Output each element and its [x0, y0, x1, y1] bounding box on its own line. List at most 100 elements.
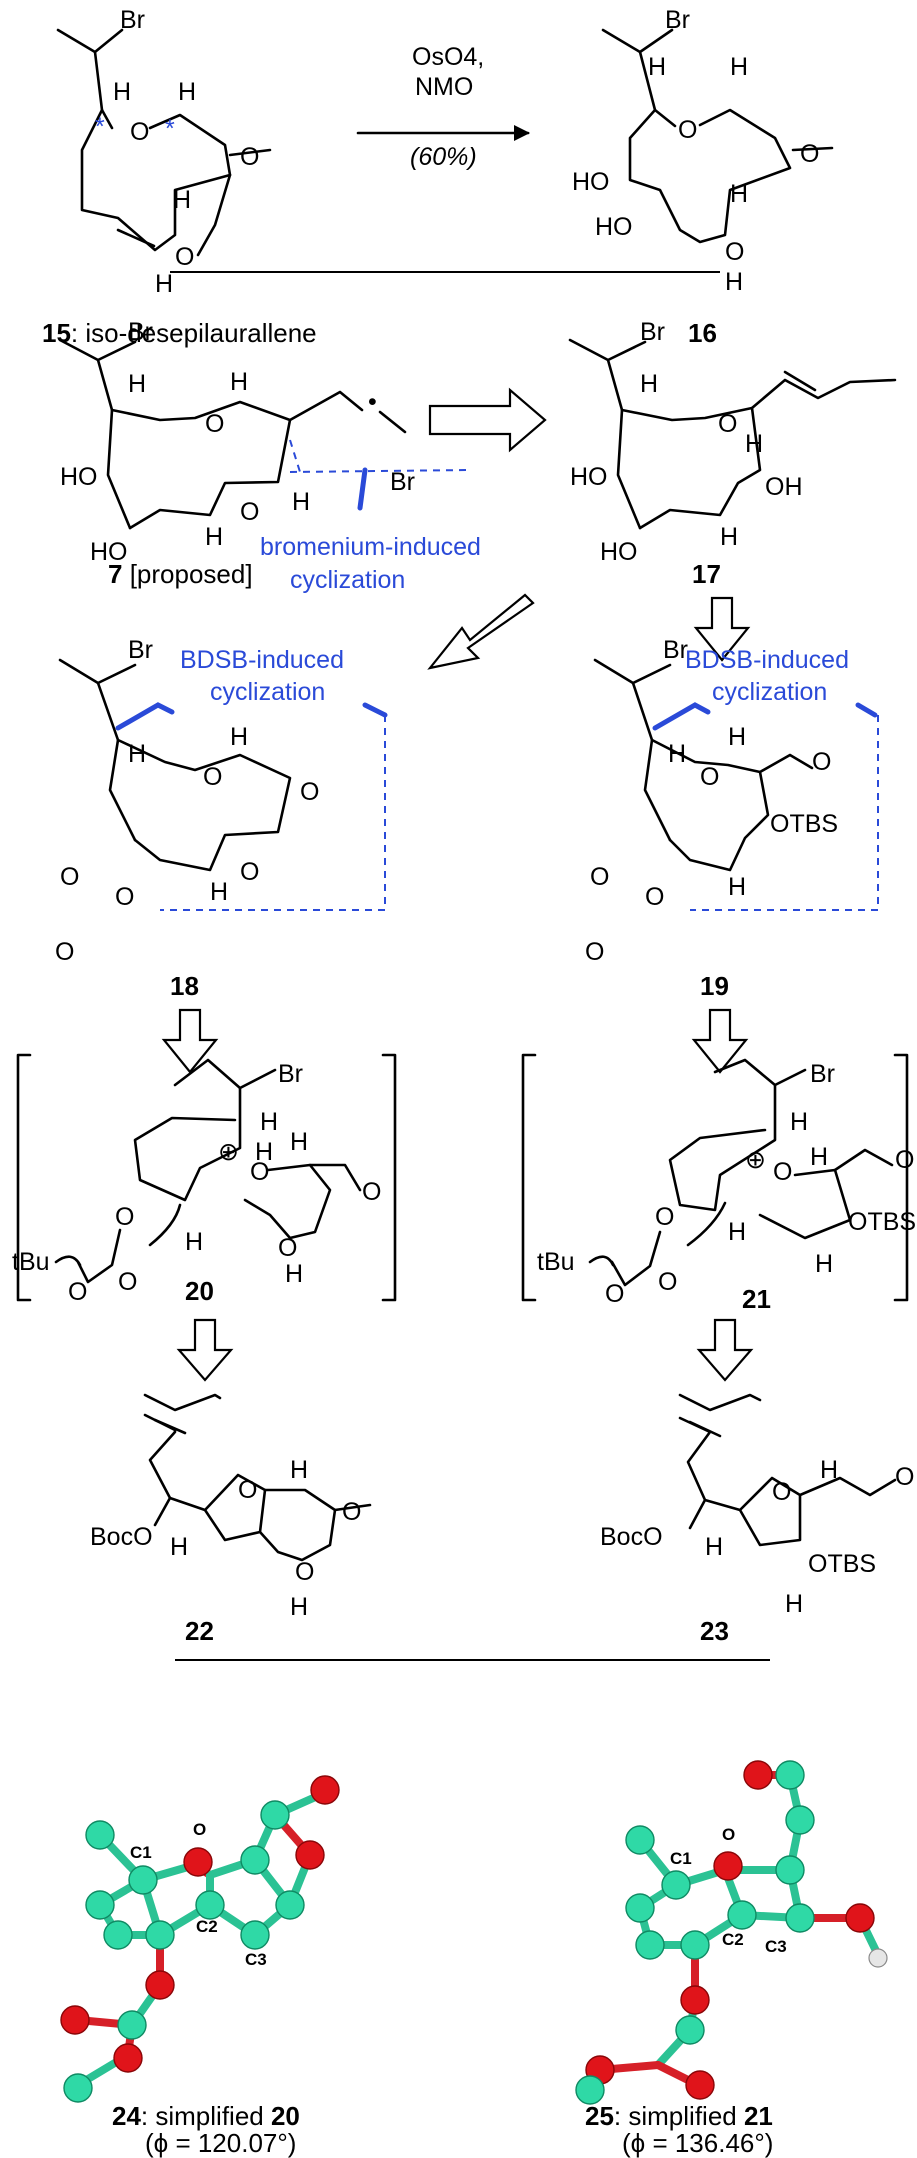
svg-text:20: 20	[185, 1276, 214, 1306]
svg-text:H: H	[728, 1218, 746, 1246]
svg-text:tBu: tBu	[537, 1248, 575, 1276]
svg-text:O: O	[678, 116, 697, 144]
svg-text:BocO: BocO	[600, 1523, 663, 1551]
svg-text:HO: HO	[600, 538, 638, 566]
compound-15-structure: Br H O H * * O O H H	[56, 6, 272, 298]
compound-16-structure: Br H O H O O H H HO HO	[572, 6, 834, 296]
svg-text:O: O	[250, 1158, 269, 1186]
svg-text:O: O	[772, 1478, 791, 1506]
svg-text:O: O	[605, 1280, 624, 1308]
bracket-21	[521, 1053, 909, 1302]
svg-text:H: H	[230, 368, 248, 396]
svg-text:O: O	[115, 1203, 134, 1231]
svg-text:Br: Br	[665, 6, 690, 34]
svg-text:H: H	[205, 523, 223, 551]
compound-17-structure: Br H O H OH H HO HO	[568, 318, 897, 566]
retro-arrow-21-to-23	[696, 1318, 754, 1382]
svg-text:⊕: ⊕	[745, 1146, 766, 1174]
svg-text:bromenium-induced: bromenium-induced	[260, 533, 481, 561]
svg-text:O: O	[278, 1234, 297, 1262]
svg-text:O: O	[700, 763, 719, 791]
bracket-20	[16, 1053, 397, 1302]
svg-text:H: H	[292, 488, 310, 516]
svg-text:H: H	[648, 53, 666, 81]
svg-text:C3: C3	[765, 1937, 787, 1956]
svg-text:H: H	[210, 878, 228, 906]
svg-text:HO: HO	[570, 463, 608, 491]
svg-text:O: O	[240, 143, 259, 171]
svg-text:OH: OH	[765, 473, 803, 501]
svg-text:O: O	[240, 498, 259, 526]
svg-text:OTBS: OTBS	[848, 1208, 916, 1236]
svg-text:(ϕ = 120.07°): (ϕ = 120.07°)	[145, 2128, 296, 2158]
compound-20-structure: Br H H ⊕ O H O O H H O O O tBu	[12, 1058, 381, 1306]
svg-text:O: O	[725, 238, 744, 266]
svg-text:OTBS: OTBS	[808, 1550, 876, 1578]
retro-arrow-7-to-18	[427, 593, 535, 670]
svg-text:H: H	[178, 78, 196, 106]
svg-text:H: H	[260, 1108, 278, 1136]
svg-text:O: O	[812, 748, 831, 776]
svg-text:Br: Br	[663, 636, 688, 664]
svg-text:O: O	[362, 1178, 381, 1206]
svg-text:H: H	[173, 186, 191, 214]
compound-18-structure: Br H O H O O H O O O	[55, 636, 388, 966]
svg-text:21: 21	[742, 1284, 771, 1314]
svg-text:H: H	[640, 370, 658, 398]
svg-text:O: O	[130, 118, 149, 146]
svg-text:O: O	[800, 140, 819, 168]
svg-text:BDSB-induced: BDSB-induced	[180, 646, 344, 674]
svg-text:O: O	[55, 938, 74, 966]
svg-text:NMO: NMO	[415, 73, 473, 101]
svg-text:O: O	[722, 1825, 735, 1844]
svg-text:C2: C2	[722, 1930, 744, 1949]
svg-text:O: O	[645, 883, 664, 911]
svg-text:HO: HO	[60, 463, 98, 491]
svg-text:C1: C1	[670, 1849, 692, 1868]
svg-text:O: O	[585, 938, 604, 966]
svg-text:cyclization: cyclization	[712, 678, 827, 706]
svg-text:O: O	[115, 883, 134, 911]
svg-text:Br: Br	[128, 318, 153, 346]
svg-text:H: H	[290, 1593, 308, 1621]
svg-text:H: H	[728, 723, 746, 751]
svg-text:(60%): (60%)	[410, 143, 477, 171]
svg-text:Br: Br	[390, 468, 415, 496]
svg-text:H: H	[255, 1138, 273, 1166]
svg-text:O: O	[240, 858, 259, 886]
svg-text:H: H	[185, 1228, 203, 1256]
svg-text:24: simplified 20: 24: simplified 20	[112, 2101, 300, 2131]
svg-text:H: H	[815, 1250, 833, 1278]
svg-text:BDSB-induced: BDSB-induced	[685, 646, 849, 674]
svg-text:23: 23	[700, 1616, 729, 1646]
svg-text:Br: Br	[120, 6, 145, 34]
svg-text:*: *	[165, 115, 175, 143]
reaction-arrow: OsO4, NMO (60%)	[356, 43, 530, 171]
svg-text:C1: C1	[130, 1843, 152, 1862]
svg-text:H: H	[745, 430, 763, 458]
svg-text:H: H	[725, 268, 743, 296]
svg-text:7 [proposed]: 7 [proposed]	[108, 559, 253, 589]
svg-text:19: 19	[700, 971, 729, 1001]
svg-text:O: O	[60, 863, 79, 891]
svg-text:H: H	[285, 1260, 303, 1288]
svg-text:Br: Br	[810, 1060, 835, 1088]
svg-text:18: 18	[170, 971, 199, 1001]
compound-23-structure: BocO H O H O OTBS H	[600, 1393, 914, 1618]
svg-text:Br: Br	[640, 318, 665, 346]
svg-text:cyclization: cyclization	[290, 566, 405, 594]
svg-text:O: O	[300, 778, 319, 806]
svg-text:H: H	[730, 180, 748, 208]
svg-text:H: H	[820, 1456, 838, 1484]
svg-text:cyclization: cyclization	[210, 678, 325, 706]
svg-text:H: H	[290, 1456, 308, 1484]
compound-19-structure: Br H O H O OTBS H O O O	[585, 636, 879, 966]
svg-text:O: O	[203, 763, 222, 791]
svg-text:O: O	[68, 1278, 87, 1306]
svg-text:H: H	[230, 723, 248, 751]
svg-text:O: O	[655, 1203, 674, 1231]
svg-text:H: H	[170, 1533, 188, 1561]
svg-text:H: H	[728, 873, 746, 901]
svg-text:Br: Br	[278, 1060, 303, 1088]
